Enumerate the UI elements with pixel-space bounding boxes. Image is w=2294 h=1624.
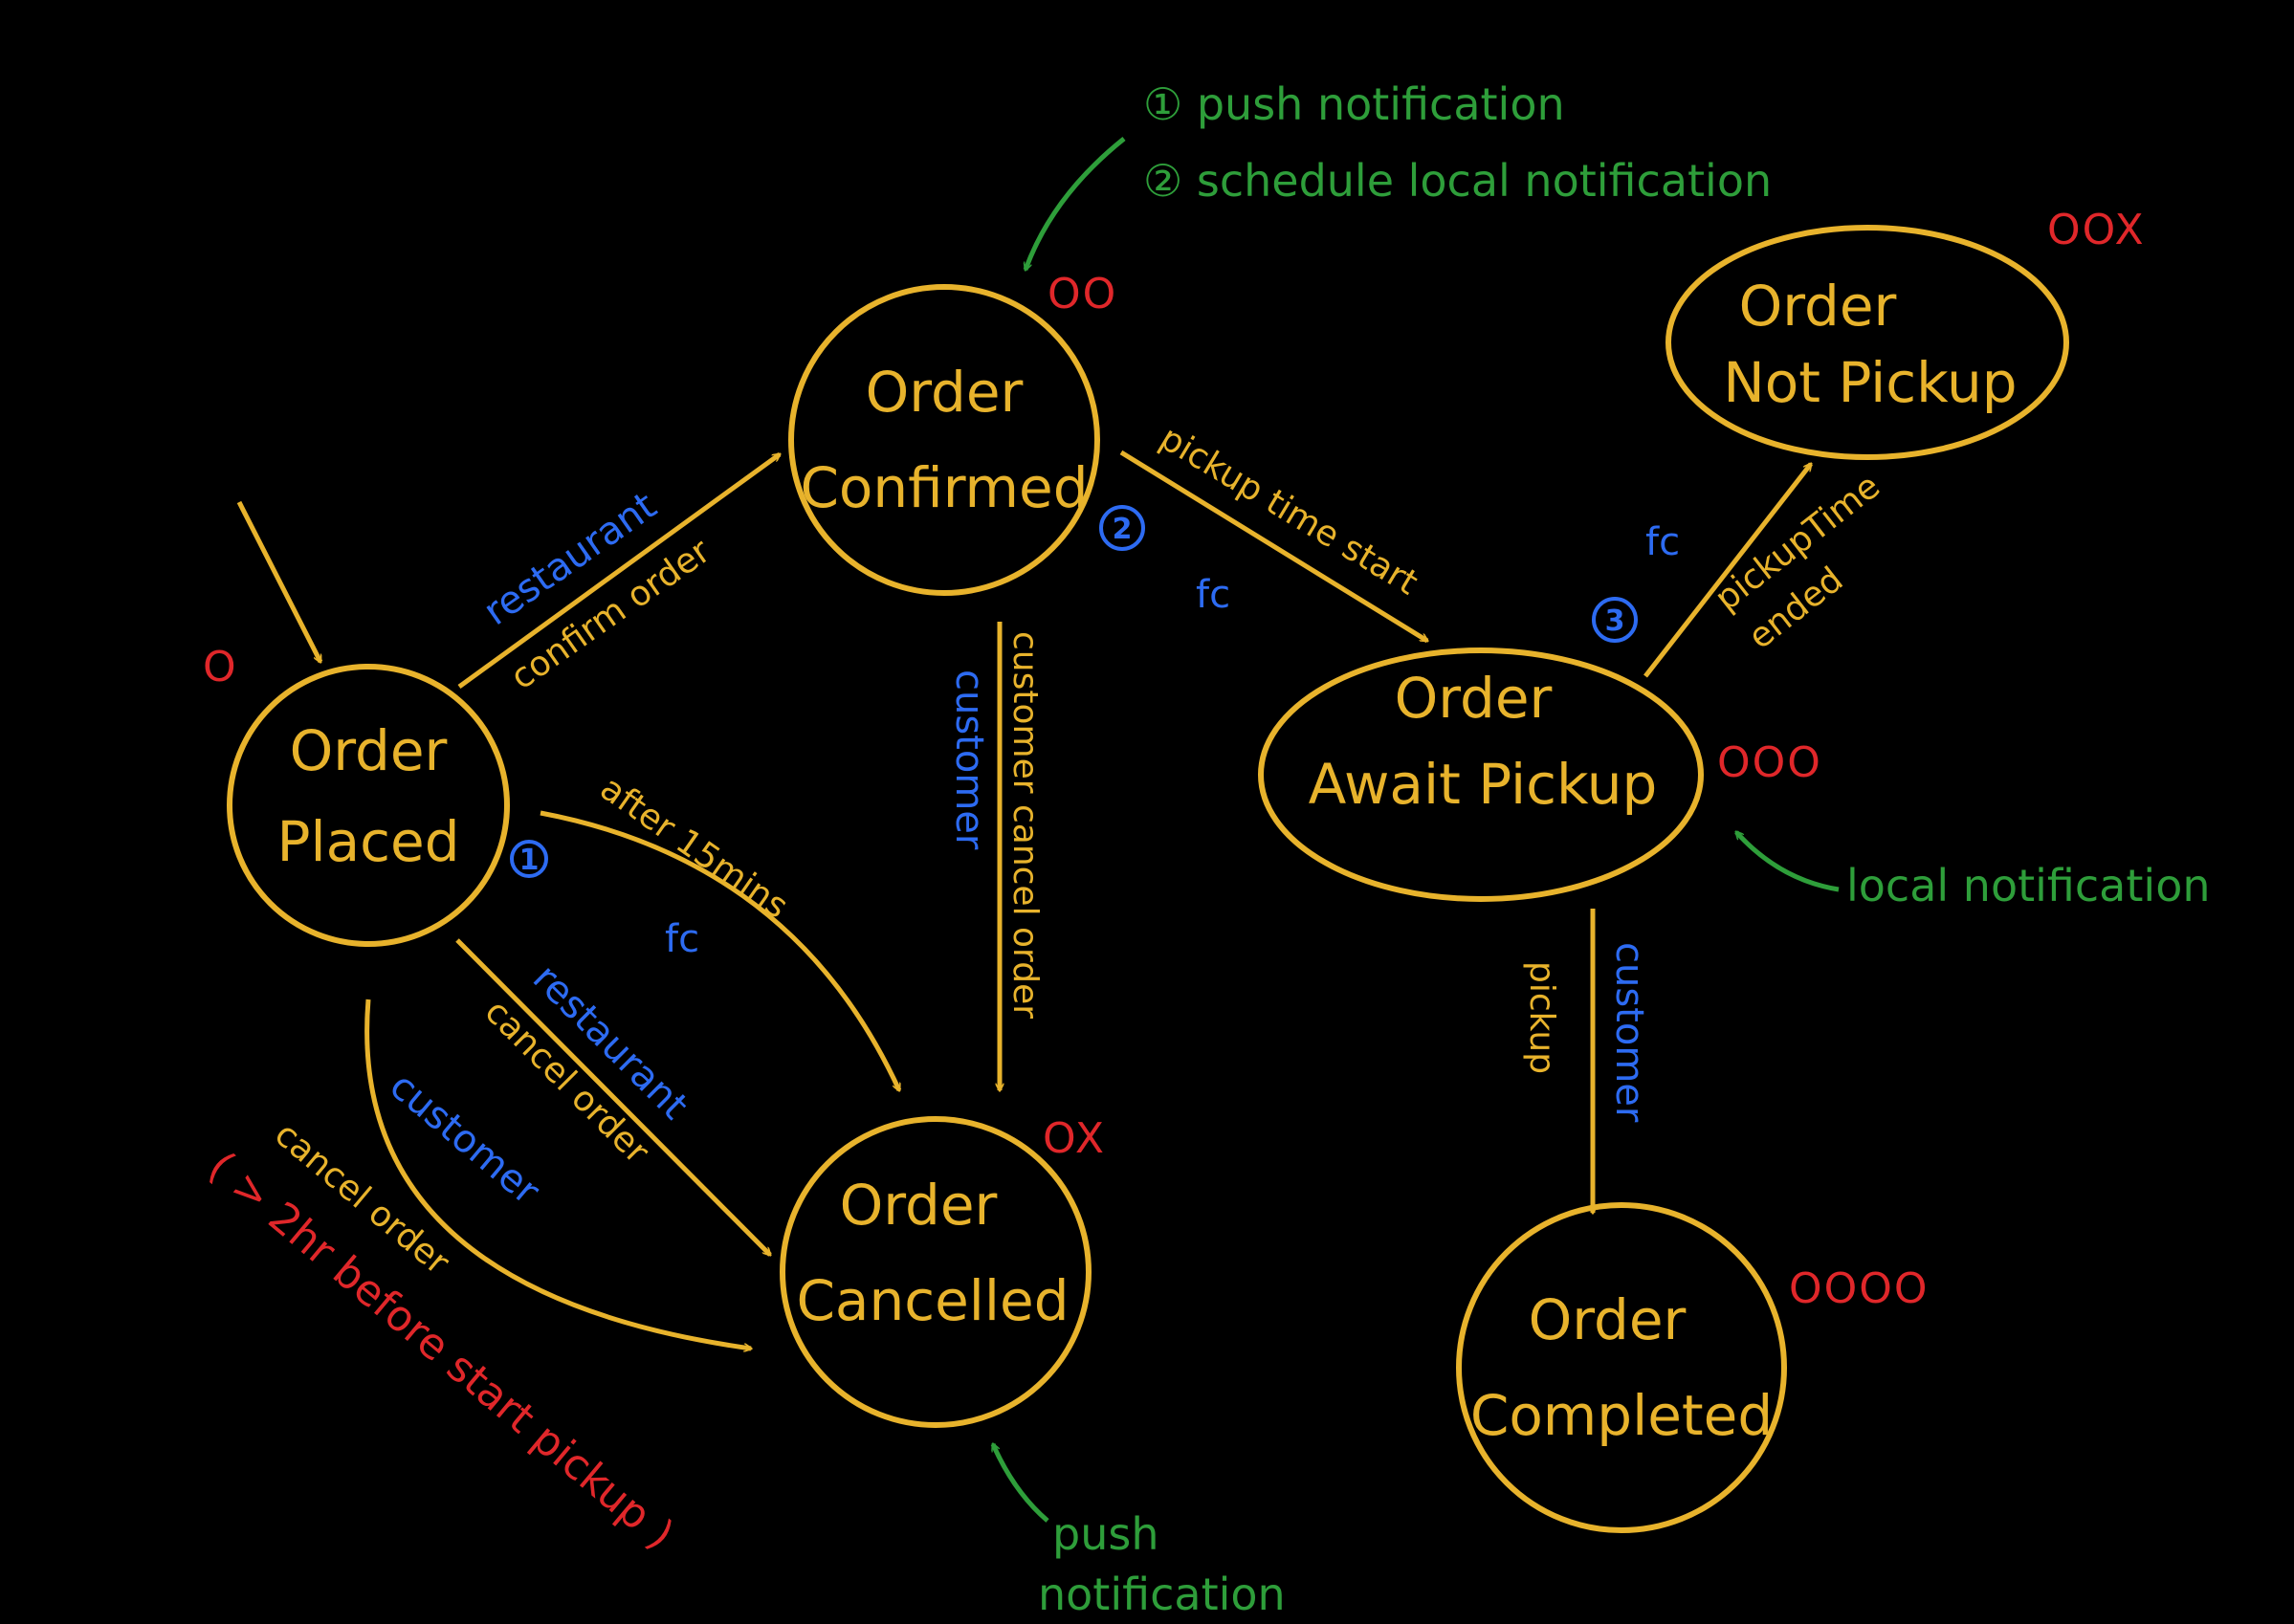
marker-cancelled: OX	[1043, 1114, 1106, 1163]
arrow-placed-to-confirmed	[457, 451, 780, 690]
actor-label: customer	[947, 669, 991, 850]
label-pickup-time-ended: pickupTime ended fc 3	[1592, 467, 1887, 657]
action-label: pickup time start	[1153, 419, 1424, 604]
arrow-placed-to-cancelled-timeout	[540, 810, 902, 1090]
note-cancelled-notification: push notification	[990, 1444, 1286, 1620]
state-label-line1: Order	[1395, 666, 1553, 731]
state-label-line1: Order	[290, 718, 448, 783]
badge-number: 3	[1605, 604, 1625, 638]
label-customer-pickup: pickup customer	[1522, 942, 1651, 1123]
marker-placed: O	[203, 643, 238, 691]
state-label-line1: Order	[1739, 274, 1897, 339]
label-after-15mins: after 15mins fc 1	[510, 769, 795, 961]
action-label: pickup	[1522, 961, 1561, 1074]
state-label-line2: Await Pickup	[1309, 752, 1658, 817]
state-label-line2: Confirmed	[800, 455, 1088, 520]
badge-2-icon	[1099, 505, 1145, 551]
note-arrow	[1736, 832, 1840, 892]
actor-label: fc	[1196, 573, 1230, 617]
arrow-await-to-not-pickup	[1643, 464, 1813, 678]
label-customer-cancel-confirmed: customer customer cancel order	[947, 631, 1045, 1019]
badge-1-icon	[510, 840, 548, 878]
state-order-confirmed: Order Confirmed	[788, 284, 1100, 596]
note-line1: ① push notification	[1143, 78, 1565, 130]
state-label-line1: Order	[866, 360, 1024, 425]
state-label-line2: Placed	[276, 809, 459, 874]
state-order-not-pickup: Order Not Pickup	[1665, 225, 2069, 460]
actor-label: fc	[1645, 520, 1680, 564]
arrow-confirmed-to-await-pickup	[1119, 450, 1427, 644]
note-arrow	[1026, 137, 1126, 270]
label-pickup-time-start: pickup time start fc 2	[1099, 419, 1424, 617]
marker-completed: OOOO	[1789, 1264, 1930, 1313]
note-line1: push	[1052, 1508, 1158, 1560]
actor-label: customer	[382, 1064, 548, 1214]
state-order-await-pickup: Order Await Pickup	[1258, 647, 1704, 902]
state-label-line1: Order	[1529, 1287, 1687, 1352]
note-confirmed-notifications: ① push notification ② schedule local not…	[1026, 78, 1772, 270]
state-order-placed: Order Placed	[227, 664, 510, 947]
state-order-cancelled: Order Cancelled	[780, 1116, 1092, 1428]
arrow-placed-to-cancelled-restaurant	[455, 938, 770, 1255]
label-restaurant-cancel: restaurant cancel order	[477, 956, 696, 1172]
arrow-placed-to-cancelled-customer	[364, 999, 751, 1349]
action-label: after 15mins	[593, 769, 795, 927]
badge-number: 1	[519, 844, 540, 877]
note-text: local notification	[1846, 860, 2211, 911]
initial-arrow	[236, 500, 323, 662]
note-line2: ② schedule local notification	[1143, 155, 1772, 207]
actor-label: customer	[1607, 942, 1651, 1123]
state-label-line2: Not Pickup	[1723, 350, 2017, 415]
state-label-line2: Cancelled	[796, 1268, 1069, 1333]
actor-label: fc	[665, 917, 699, 961]
label-restaurant-confirm: restaurant confirm order	[475, 484, 717, 697]
state-label-line1: Order	[840, 1173, 998, 1238]
condition-note: ( > 2hr before start pickup )	[199, 1142, 683, 1559]
badge-number: 2	[1113, 513, 1133, 546]
marker-await-pickup: OOO	[1717, 738, 1822, 787]
state-order-completed: Order Completed	[1456, 1202, 1787, 1533]
note-line2: notification	[1038, 1569, 1286, 1620]
badge-3-icon	[1592, 597, 1638, 643]
note-await-notification: local notification	[1736, 832, 2211, 911]
marker-not-pickup: OOX	[2047, 206, 2146, 254]
note-arrow	[990, 1444, 1049, 1523]
state-label-line2: Completed	[1470, 1383, 1773, 1448]
action-label: customer cancel order	[1005, 631, 1045, 1019]
marker-confirmed: OO	[1048, 270, 1117, 318]
